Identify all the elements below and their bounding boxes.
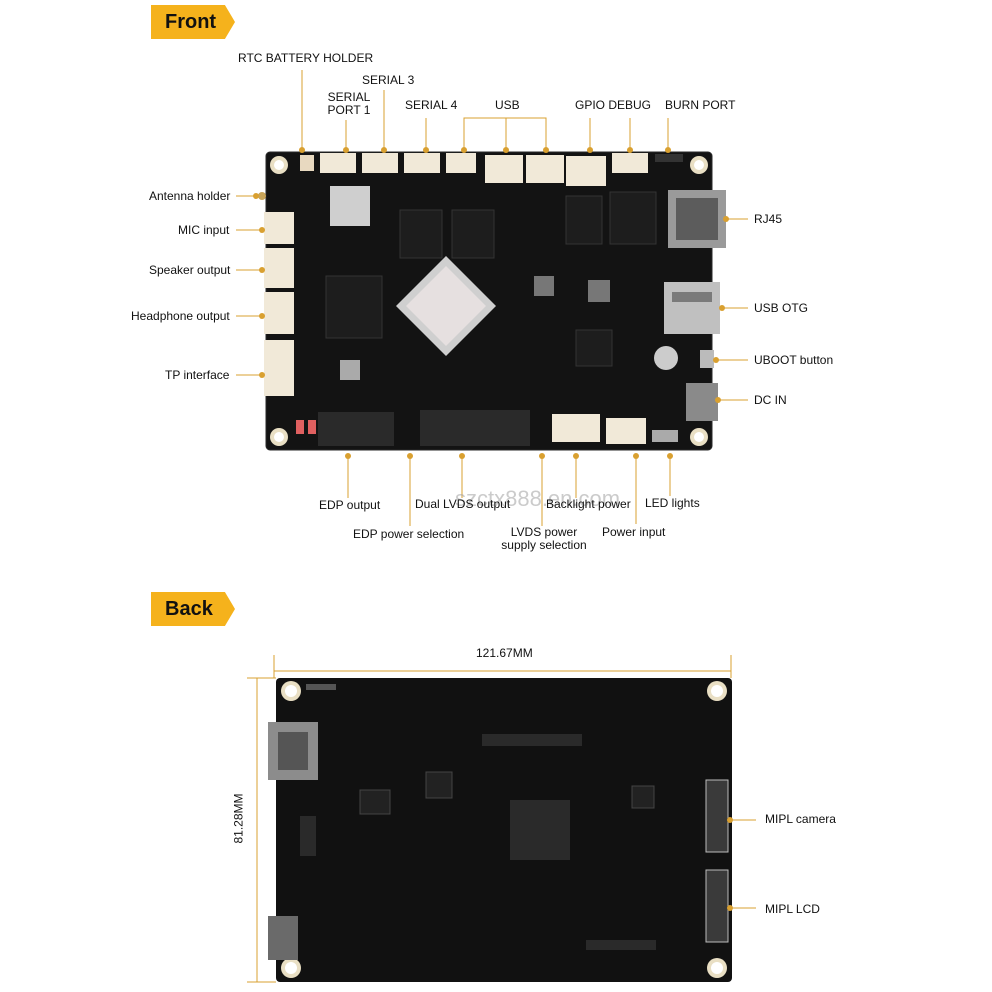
label-width-dimension: 121.67MM (476, 646, 533, 660)
back-section-tag: Back (151, 592, 235, 626)
front-section-tag: Front (151, 5, 235, 39)
label-serial-port-1-line2: PORT 1 (327, 103, 371, 117)
back-board (268, 678, 732, 982)
front-leader-lines (236, 70, 748, 526)
label-burn-port: BURN PORT (665, 98, 736, 112)
label-serial-3: SERIAL 3 (362, 73, 415, 87)
front-board (258, 151, 726, 451)
back-leader-dots (727, 817, 733, 911)
label-tp-interface: TP interface (165, 368, 230, 382)
back-dimension-lines (247, 655, 756, 983)
front-leader-dots (253, 147, 729, 459)
label-dc-in: DC IN (754, 393, 787, 407)
label-height-dimension: 81.28MM (231, 793, 246, 844)
label-uboot-button: UBOOT button (754, 353, 834, 367)
label-headphone-output: Headphone output (131, 309, 230, 323)
label-mic-input: MIC input (178, 223, 230, 237)
label-serial-4: SERIAL 4 (405, 98, 458, 112)
label-antenna-holder: Antenna holder (149, 189, 231, 203)
label-lvds-power-line1: LVDS power (510, 525, 578, 539)
label-power-input: Power input (602, 525, 666, 539)
label-serial-port-1: SERIAL PORT 1 (326, 91, 372, 117)
label-lvds-power-line2: supply selection (501, 538, 587, 552)
label-edp-power-selection: EDP power selection (353, 527, 465, 541)
label-backlight-power: Backlight power (546, 497, 631, 511)
label-gpio-debug: GPIO DEBUG (575, 98, 652, 112)
label-serial-port-1-line1: SERIAL (327, 90, 371, 104)
label-mipi-camera: MIPL camera (765, 812, 836, 826)
label-mipi-lcd: MIPL LCD (765, 902, 820, 916)
label-edp-output: EDP output (319, 498, 381, 512)
label-rtc-battery-holder: RTC BATTERY HOLDER (238, 51, 374, 65)
watermark: szctx888.en.com (455, 486, 621, 511)
label-lvds-power-supply-selection: LVDS power supply selection (496, 526, 592, 552)
label-usb-otg: USB OTG (754, 301, 809, 315)
label-dual-lvds-output: Dual LVDS output (415, 497, 511, 511)
label-led-lights: LED lights (645, 496, 700, 510)
label-speaker-output: Speaker output (149, 263, 231, 277)
label-rj45: RJ45 (754, 212, 783, 226)
label-usb: USB (495, 98, 520, 112)
